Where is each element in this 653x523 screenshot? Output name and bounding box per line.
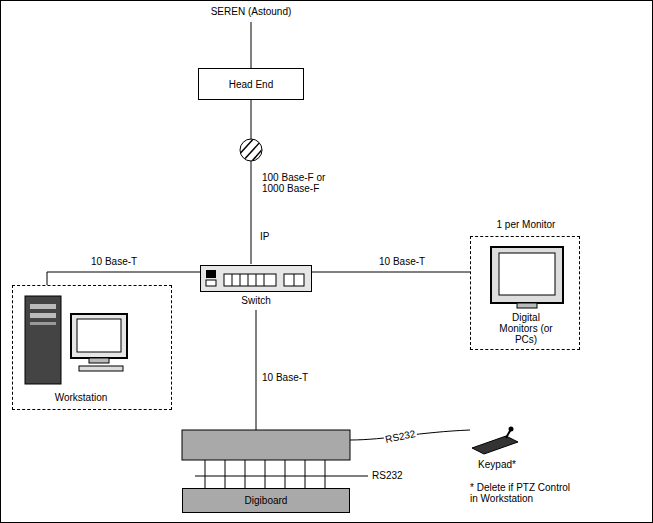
link-label: 10 Base-T — [90, 256, 138, 267]
network-link — [47, 272, 200, 285]
node-label: Workstation — [13, 392, 149, 403]
node-label: Switch — [200, 295, 312, 306]
footnote: * Delete if PTZ Control in Workstation — [470, 482, 578, 504]
monitor-group: 1 per MonitorDigital Monitors (or PCs) — [470, 236, 580, 350]
link-label: 10 Base-T — [378, 256, 426, 267]
ethernet-line — [256, 310, 257, 430]
rs232-bus — [195, 460, 368, 488]
network-link — [312, 272, 470, 273]
count-note: 1 per Monitor — [461, 219, 591, 230]
workstation-group: Workstation — [12, 285, 172, 410]
fiber-symbol — [236, 136, 266, 168]
digiboard-box: Digiboard — [182, 488, 350, 513]
node-label: Head End — [199, 69, 303, 99]
node-label: Digiboard — [183, 489, 349, 512]
link-spec: 10 Base-T — [262, 372, 308, 383]
feed-line — [251, 22, 252, 68]
ptz-keypad: Keypad* — [466, 426, 528, 472]
protocol-label: IP — [260, 231, 269, 242]
link-spec: 100 Base-F or 1000 Base-F — [262, 172, 336, 194]
signal-label: RS232 — [372, 470, 403, 481]
node-label: Digital Monitors (or PCs) — [494, 312, 558, 345]
head-end-box: Head End — [198, 68, 304, 100]
signal-label: RS232 — [383, 427, 417, 445]
interface-unit — [182, 430, 350, 460]
network-switch: Switch — [200, 264, 312, 308]
network-link — [251, 100, 252, 264]
source-label: SEREN (Astound) — [211, 6, 292, 17]
node-label: Keypad* — [460, 459, 534, 470]
